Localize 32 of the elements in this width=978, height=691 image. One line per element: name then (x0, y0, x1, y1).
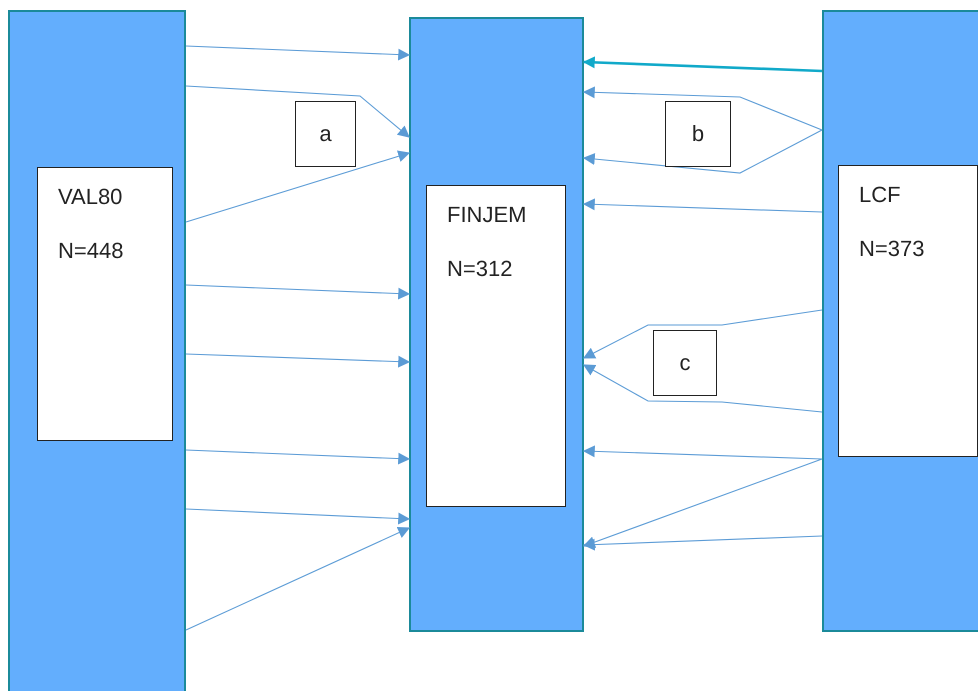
arrow (582, 309, 822, 359)
arrow (186, 353, 410, 368)
arrow (186, 508, 410, 524)
box-text: N=373 (859, 236, 926, 262)
arrow (186, 527, 410, 630)
box-text: LCF (859, 182, 902, 208)
box-text: FINJEM (447, 202, 528, 228)
arrow (186, 150, 410, 223)
box-text: VAL80 (58, 184, 124, 210)
column-bar (409, 17, 584, 632)
letter-box: c (653, 330, 717, 396)
arrow (582, 535, 822, 551)
sample-box (37, 167, 173, 441)
sample-box (426, 185, 566, 507)
arrow (186, 449, 410, 465)
arrow (582, 445, 822, 460)
arrow (582, 198, 822, 213)
letter-box: b (665, 101, 731, 167)
column-bar (8, 10, 186, 691)
letter-box: a (295, 101, 356, 167)
arrow (186, 45, 410, 61)
arrow (582, 56, 822, 72)
box-text: N=448 (58, 238, 124, 264)
arrow (186, 284, 410, 300)
arrow (186, 85, 410, 138)
arrow (582, 86, 822, 131)
column-bar (822, 10, 978, 632)
sample-box (838, 165, 978, 457)
box-text: N=312 (447, 256, 514, 282)
arrow (582, 130, 822, 174)
arrow (582, 364, 822, 413)
arrow (582, 458, 822, 548)
